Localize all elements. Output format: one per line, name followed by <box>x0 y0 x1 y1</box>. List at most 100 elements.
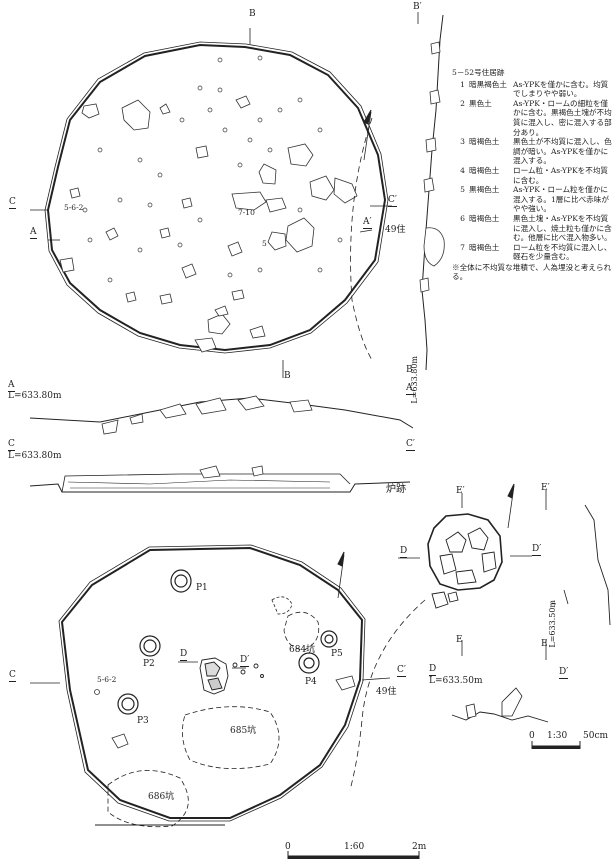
plan2-label-c-left: C <box>9 670 16 682</box>
scale-small-zero: 0 <box>529 731 535 741</box>
hearth-label-e2: E <box>541 639 548 649</box>
plan1-label-b-top: B <box>249 9 256 19</box>
plan1-stones <box>59 95 358 353</box>
section-a-label-a: A <box>8 380 15 392</box>
legend-layer-number: 4 <box>460 165 465 175</box>
posthole-p1-label: P1 <box>196 583 208 593</box>
plan2-hearth <box>199 657 264 695</box>
legend-layer-description: 黒色土塊・As-YPKを不均質に混入し、焼土粒も僅かに含む。他層に比べ混入物多い… <box>513 213 612 243</box>
legend-note: ※全体に不均質な堆積で、人為埋没と考えられる。 <box>452 262 612 282</box>
side-section-label-b-prime: B′ <box>413 2 422 12</box>
scale-small-ratio: 1:30 <box>547 731 568 741</box>
legend-layer-number: 3 <box>460 137 465 147</box>
hearth-plan-elevation: L=633.50m <box>548 600 557 648</box>
legend-layer-row: 7 暗褐色土 ローム粒を不均質に混入し、軽石を少量含む。 <box>452 243 612 262</box>
legend-layer-soil: 暗褐色土 <box>469 213 500 223</box>
side-section-label-b: B <box>406 365 413 375</box>
legend-layer-number: 5 <box>460 185 465 195</box>
legend-layer-soil: 暗褐色土 <box>469 165 500 175</box>
plan2-north-arrow-icon <box>337 551 345 599</box>
plan1-label-house49: 49住 <box>385 225 406 235</box>
side-section-stones <box>419 41 445 293</box>
plan1-small-stones <box>82 55 343 283</box>
posthole-p2-label: P2 <box>143 659 155 669</box>
legend-layer-number: 6 <box>460 213 465 223</box>
plan2-section-lines <box>30 661 391 684</box>
legend-layer-soil: 黒色土 <box>469 98 492 108</box>
legend-layer-number: 2 <box>460 98 465 108</box>
section-c-label-c-prime: C′ <box>406 439 415 451</box>
plan2-postholes <box>117 569 338 715</box>
legend-layer-soil: 暗褐色土 <box>469 242 500 252</box>
legend-layer-description: 黒色土が不均質に混入し、色調が暗い。As-YPKを僅かに混入する。 <box>513 137 612 166</box>
plan1-point-label-3: 7-10 <box>238 208 255 217</box>
section-c-label-c: C <box>8 439 15 451</box>
posthole-p3-label: P3 <box>137 716 149 726</box>
hearth-section-profile <box>451 711 549 723</box>
hearth-label-d-prime: D′ <box>532 544 542 556</box>
hearth-label-d: D <box>400 546 408 558</box>
plan1-label-a-right: A′ <box>363 217 372 229</box>
side-section-elevation: L=633.80m <box>410 356 419 404</box>
section-c-stones <box>199 465 264 479</box>
hearth-label-e-prime: E′ <box>456 486 465 496</box>
pit-685-label: 685坑 <box>230 726 257 736</box>
hearth-section-stones <box>465 687 523 719</box>
legend-layer-row: 3 暗褐色土 黒色土が不均質に混入し、色調が暗い。As-YPKを僅かに混入する。 <box>452 137 612 166</box>
section-a-stones <box>101 395 313 435</box>
section-a-label-a-prime: A′ <box>406 383 415 395</box>
posthole-p5-label: P5 <box>331 649 343 659</box>
legend-layer-description: As-YPKを僅かに含む。均質でしまりやや弱い。 <box>513 79 609 99</box>
legend-layer-row: 1 暗黒褐色土 As-YPKを僅かに含む。均質でしまりやや弱い。 <box>452 80 612 99</box>
hearth-detail-lines <box>398 483 611 660</box>
legend-layer-description: As-YPK・ローム粒を僅かに混入する。1層に比べ赤味がやや強い。 <box>513 185 609 214</box>
plan2-stones <box>94 675 356 749</box>
section-a-elevation: L=633.80m <box>8 391 62 401</box>
legend-layer-soil: 暗褐色土 <box>469 137 500 147</box>
hearth-title: 炉跡 <box>386 484 406 495</box>
side-section-profile <box>417 12 444 371</box>
section-c-elevation: L=633.80m <box>8 451 62 461</box>
legend-layer-description: ローム粒・As-YPKを不均質に含む。 <box>513 165 609 185</box>
plan1-label-c-left: C <box>9 197 16 209</box>
legend-title: 5－52号住居跡 <box>452 68 505 77</box>
scale-main-end: 2m <box>412 842 427 852</box>
legend-rows: 1 暗黒褐色土 As-YPKを僅かに含む。均質でしまりやや弱い。 2 黒色土 As-YPK… <box>452 80 612 262</box>
legend-layer-number: 1 <box>460 79 465 89</box>
hearth-label-e: E <box>456 635 463 645</box>
legend-layer-row: 6 暗褐色土 黒色土塊・As-YPKを不均質に混入し、焼土粒も僅かに含む。他層に比べ… <box>452 214 612 243</box>
plan2-pit-outlines <box>107 596 320 828</box>
hearth-section-label-d: D <box>429 664 437 676</box>
plan2-house49-boundary <box>349 599 426 791</box>
scale-main-zero: 0 <box>285 842 291 852</box>
plan1-north-arrow-icon <box>363 109 372 161</box>
legend-layer-soil: 暗黒褐色土 <box>469 79 507 89</box>
legend-layer-row: 5 黒褐色土 As-YPK・ローム粒を僅かに混入する。1層に比べ赤味がやや強い。 <box>452 185 612 214</box>
hearth-label-e2-prime: E′ <box>541 483 550 493</box>
plan2-label-d-prime: D′ <box>240 655 250 667</box>
plan1-house-outline <box>44 41 389 354</box>
legend-layer-soil: 黒褐色土 <box>469 185 500 195</box>
plan2-label-d: D <box>180 649 188 661</box>
hearth-section-elevation: L=633.50m <box>429 676 483 686</box>
section-c-profile <box>29 473 411 493</box>
plan1-point-label-2: 5 <box>262 239 267 248</box>
legend-layer-row: 2 黒色土 As-YPK・ロームの細粒を僅かに含む。黒褐色土塊が不均質に混入し、密に… <box>452 99 612 137</box>
plan2-point-label: 5-6-2 <box>97 675 117 684</box>
plan1-label-c-right: C′ <box>388 195 397 207</box>
hearth-section-label-d-prime: D′ <box>559 667 569 679</box>
legend-layer-description: As-YPK・ロームの細粒を僅かに含む。黒褐色土塊が不均質に混入し、密に混入する… <box>513 98 612 137</box>
scale-bar-main <box>287 851 420 859</box>
legend-layer-description: ローム粒を不均質に混入し、軽石を少量含む。 <box>513 242 612 262</box>
scale-small-end: 50cm <box>583 731 609 741</box>
plan2-label-house49: 49住 <box>376 687 397 697</box>
scale-main-ratio: 1:60 <box>344 842 365 852</box>
plan2-label-c-right: C′ <box>397 665 406 677</box>
scale-bar-small <box>531 741 581 749</box>
legend-layer-row: 4 暗褐色土 ローム粒・As-YPKを不均質に含む。 <box>452 166 612 185</box>
legend-layer-number: 7 <box>460 242 465 252</box>
plan1-label-b-bottom: B <box>284 371 291 381</box>
